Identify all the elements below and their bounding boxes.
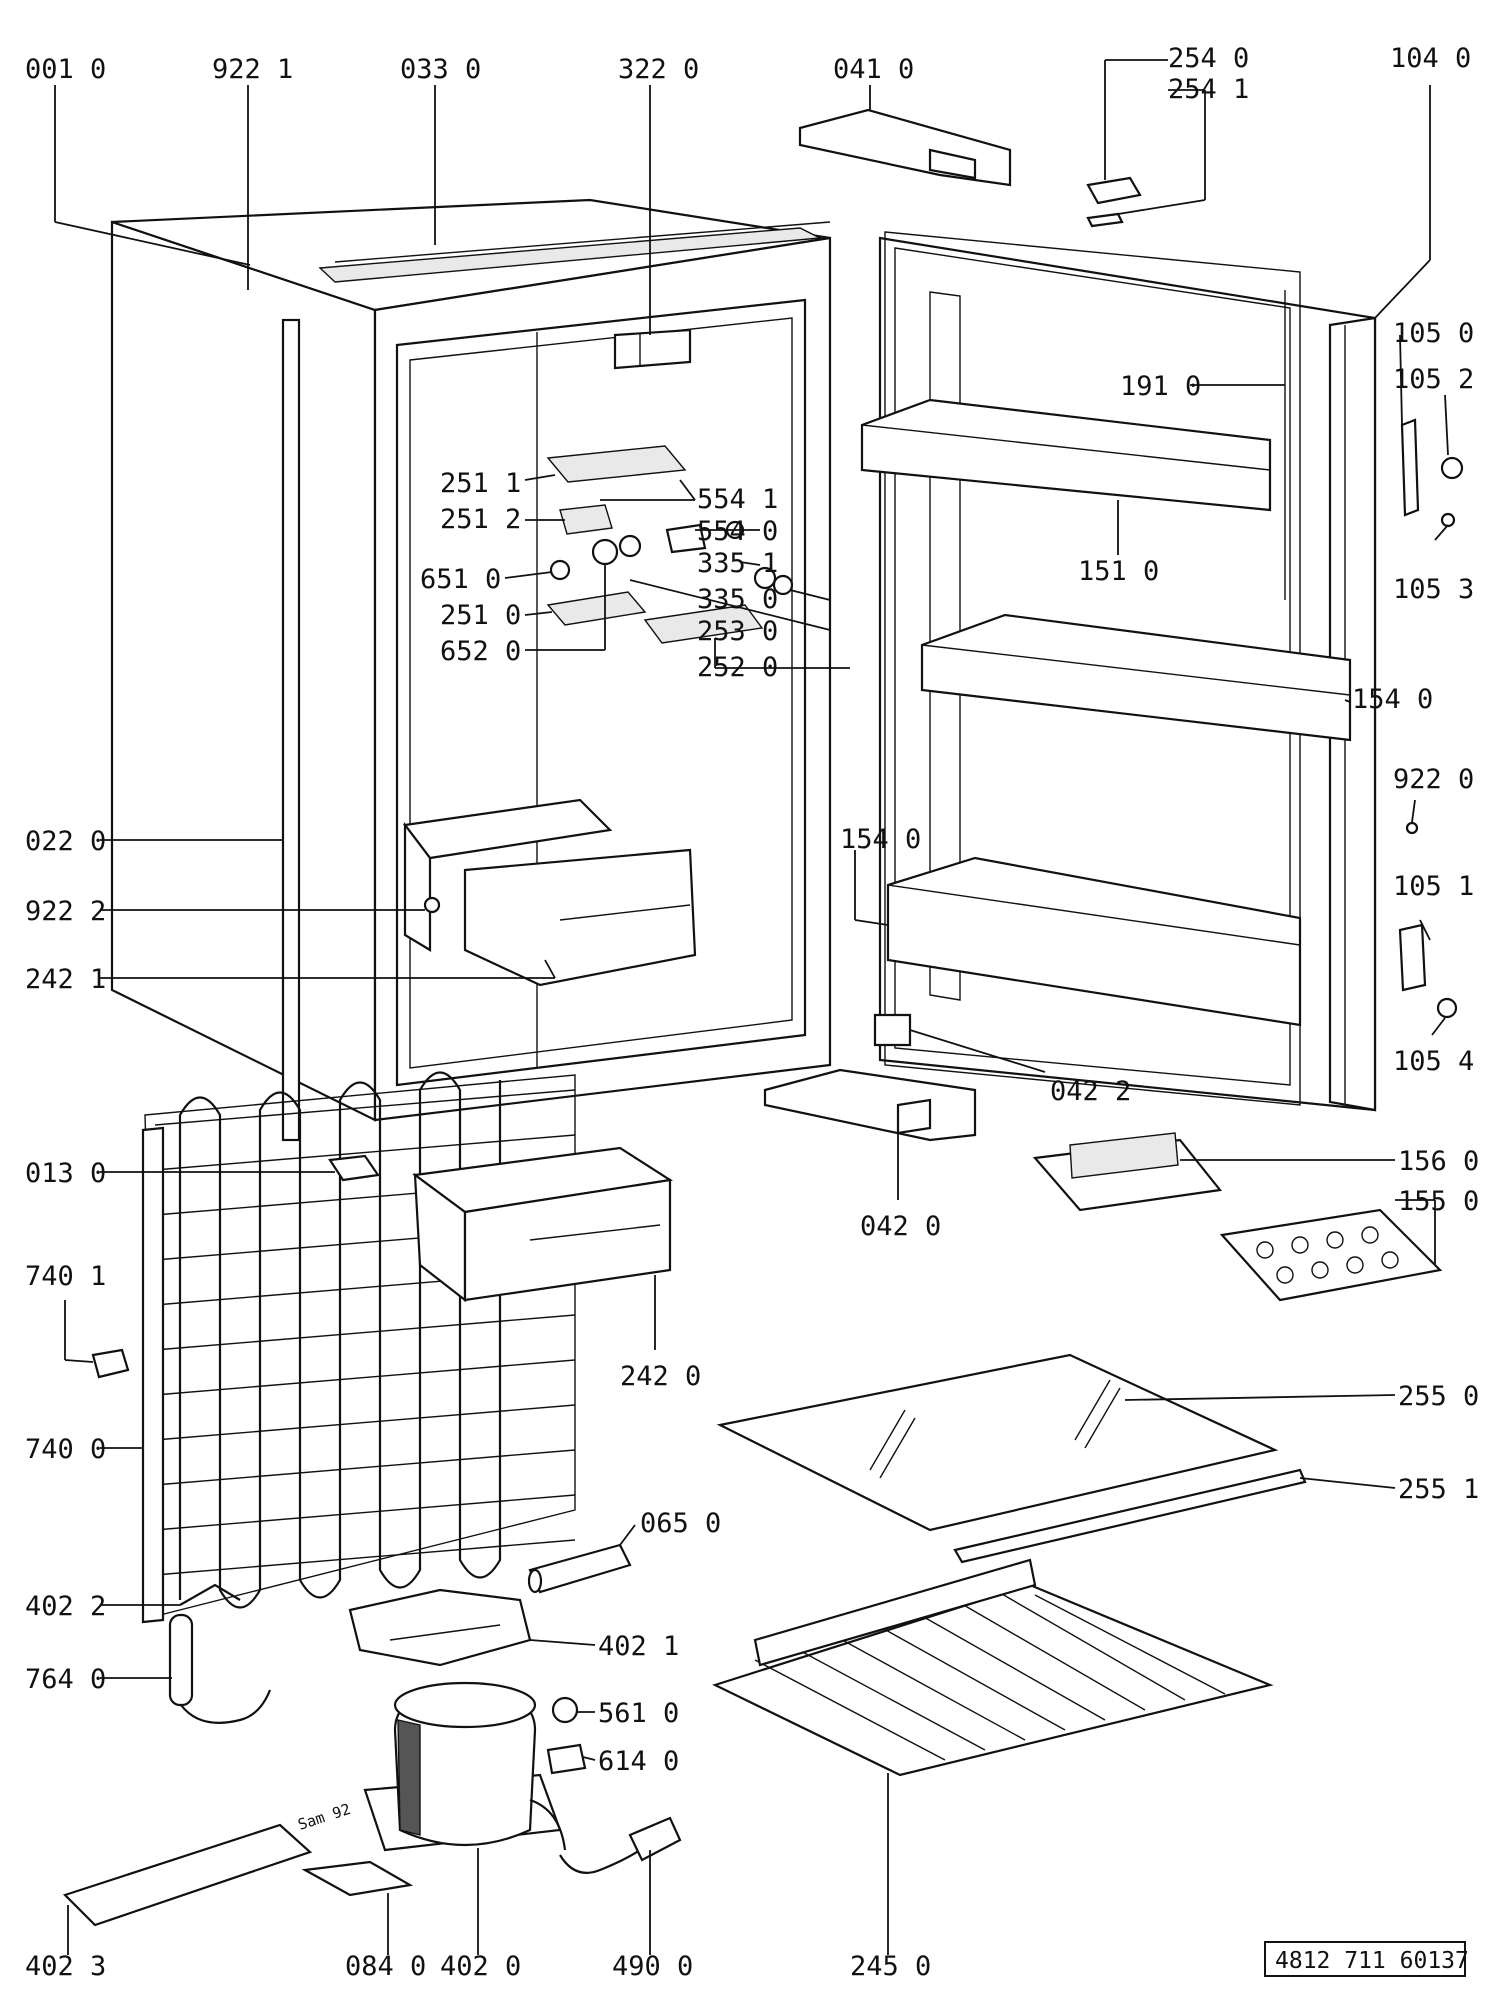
label-033-0: 033 0 [400,54,481,85]
label-245-0: 245 0 [850,1951,931,1982]
label-764-0: 764 0 [25,1664,106,1695]
condenser-coil [141,1071,576,1624]
label-105-3: 105 3 [1393,574,1474,605]
label-402-0: 402 0 [440,1951,521,1982]
label-022-0: 022 0 [25,826,106,857]
label-151-0: 151 0 [1078,556,1159,587]
crisper-drawer [412,1146,674,1303]
door-clip-254 [1086,176,1142,228]
door-shelf-bottom [886,856,1302,1027]
insulation-tube [527,1543,632,1594]
egg-tray [1219,1208,1443,1302]
label-255-0: 255 0 [1398,1381,1479,1412]
label-251-2: 251 2 [440,504,521,535]
hinge-cover [873,1013,912,1047]
label-154-0-upper: 154 0 [1352,684,1433,715]
compressor-mount [348,1588,532,1667]
compressor [363,1681,567,1852]
glass-shelf-trim [953,1468,1307,1564]
label-740-0: 740 0 [25,1434,106,1465]
reference-number: 4812 711 60137 [1275,1948,1469,1974]
overload-614 [546,1743,587,1775]
label-254-0: 254 0 [1168,43,1249,74]
label-013-0: 013 0 [25,1158,106,1189]
cabinet-bracket-013 [328,1154,380,1182]
label-652-0: 652 0 [440,636,521,667]
label-065-0: 065 0 [640,1508,721,1539]
label-554-1: 554 1 [697,484,778,515]
crisper-tray-upper [402,798,697,987]
label-402-3: 402 3 [25,1951,106,1982]
door-gasket [884,231,1301,1106]
date-stamp: Sam 92 [296,1800,353,1834]
label-335-0: 335 0 [697,584,778,615]
light-housing-assembly [546,445,794,644]
label-191-0: 191 0 [1120,371,1201,402]
top-trim-strip [318,221,831,283]
label-922-2: 922 2 [25,896,106,927]
label-155-0: 155 0 [1398,1186,1479,1217]
label-554-0: 554 0 [697,516,778,547]
top-hinge [798,108,1012,187]
vertical-seal-strip [281,318,301,1142]
filter-drier [168,1583,272,1724]
label-651-0: 651 0 [420,564,501,595]
label-041-0: 041 0 [833,54,914,85]
label-242-0: 242 0 [620,1361,701,1392]
label-740-1: 740 1 [25,1261,106,1292]
power-cord [559,1816,682,1874]
clip-922-2 [423,896,441,914]
label-253-0: 253 0 [697,616,778,647]
label-104-0: 104 0 [1390,43,1471,74]
label-156-0: 156 0 [1398,1146,1479,1177]
label-402-1: 402 1 [598,1631,679,1662]
label-322-0: 322 0 [618,54,699,85]
label-042-0: 042 0 [860,1211,941,1242]
label-335-1: 335 1 [697,548,778,579]
label-042-2: 042 2 [1050,1076,1131,1107]
label-251-1: 251 1 [440,468,521,499]
glass-shelf [716,1353,1279,1532]
relay-561 [551,1696,579,1724]
rubber-pad [301,1860,414,1897]
label-252-0: 252 0 [697,652,778,683]
door-shelf-middle [920,613,1352,742]
label-001-0: 001 0 [25,54,106,85]
label-561-0: 561 0 [598,1698,679,1729]
label-242-1: 242 1 [25,964,106,995]
label-105-0: 105 0 [1393,318,1474,349]
reference-number-box [1264,1941,1466,1977]
part-labels: 001 0 922 1 033 0 322 0 041 0 254 0 254 … [25,43,1479,1982]
door-shelf-top [860,398,1272,512]
lamp-bracket [613,328,692,370]
label-402-2: 402 2 [25,1591,106,1622]
door-side-rail [929,291,961,1001]
condenser-clip [91,1348,130,1379]
label-154-0-lower: 154 0 [840,824,921,855]
compressor-base-bracket [62,1823,313,1927]
label-922-1: 922 1 [212,54,293,85]
door-handle-parts [1398,418,1464,1019]
label-614-0: 614 0 [598,1746,679,1777]
label-254-1: 254 1 [1168,74,1249,105]
wire-shelf [712,1558,1274,1777]
label-251-0: 251 0 [440,600,521,631]
butter-dish [1032,1132,1223,1212]
leader-lines [54,59,1449,1955]
label-105-2: 105 2 [1393,364,1474,395]
label-105-1: 105 1 [1393,871,1474,902]
label-084-0: 084 0 [345,1951,426,1982]
label-490-0: 490 0 [612,1951,693,1982]
label-105-4: 105 4 [1393,1046,1474,1077]
bottom-hinge [763,1068,977,1142]
label-922-0: 922 0 [1393,764,1474,795]
label-255-1: 255 1 [1398,1474,1479,1505]
